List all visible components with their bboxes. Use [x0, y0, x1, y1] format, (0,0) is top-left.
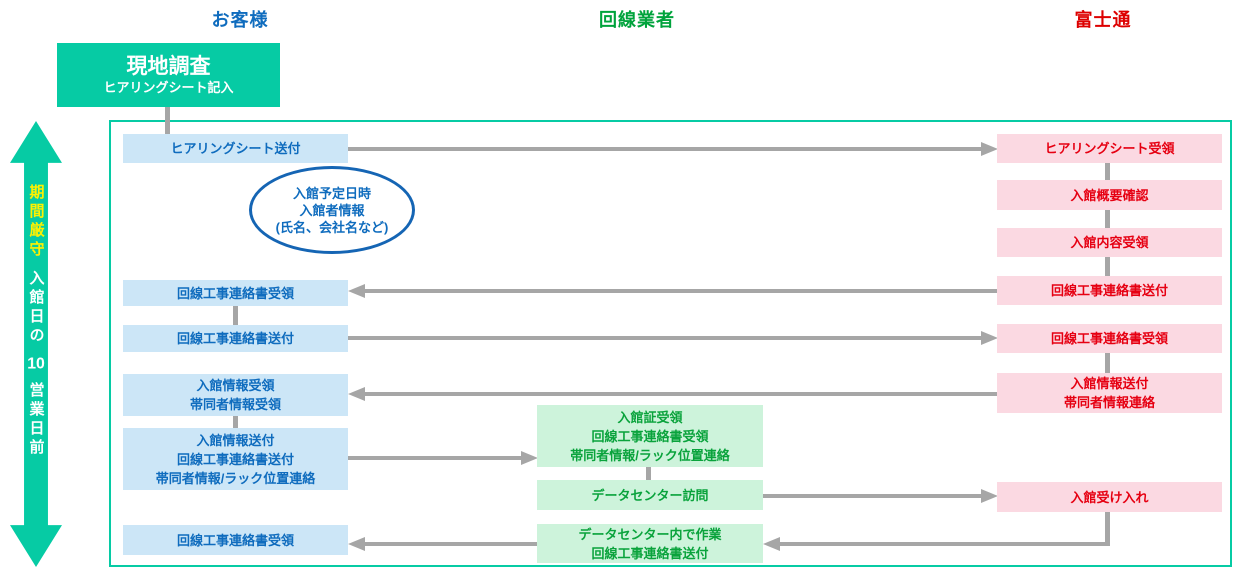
- period-days-number: 10: [27, 356, 45, 372]
- arrow-hearing-sheet-send-head: [981, 142, 998, 156]
- flow-box-fujitsu-line-notice-send: 回線工事連絡書送付: [997, 276, 1222, 305]
- connector-fujitsu-5-6: [1105, 353, 1110, 373]
- start-box-title: 現地調査: [126, 55, 211, 78]
- lane-header-carrier: 回線業者: [599, 10, 675, 30]
- flow-box-fujitsu-entry-info-send: 入館情報送付 帯同者情報連絡: [997, 373, 1222, 413]
- flow-box-line-notice-send: 回線工事連絡書送付: [123, 325, 348, 352]
- flow-box-hearing-sheet-receive: ヒアリングシート受領: [997, 134, 1222, 163]
- arrow-dc-visit-line: [762, 494, 981, 498]
- flow-box-entry-acceptance: 入館受け入れ: [997, 482, 1222, 512]
- process-frame: [109, 120, 1232, 567]
- arrow-entry-info-to-carrier-head: [521, 451, 538, 465]
- lane-header-fujitsu: 富士通: [1074, 10, 1132, 30]
- arrow-entry-info-to-customer-line: [364, 392, 997, 396]
- arrow-dc-work-to-customer-line: [364, 542, 538, 546]
- arrow-dc-visit-head: [981, 489, 998, 503]
- connector-fujitsu-2-3: [1105, 210, 1110, 228]
- flow-box-line-notice-receive-final: 回線工事連絡書受領: [123, 525, 348, 555]
- flow-box-fujitsu-line-notice-receive: 回線工事連絡書受領: [997, 324, 1222, 353]
- arrow-line-notice-send-to-fujitsu-head: [981, 331, 998, 345]
- flow-box-datacenter-visit: データセンター訪問: [537, 480, 763, 510]
- flow-box-entry-info-receive: 入館情報受領 帯同者情報受領: [123, 374, 348, 416]
- flow-box-entry-summary-check: 入館概要確認: [997, 180, 1222, 210]
- flow-box-datacenter-work: データセンター内で作業 回線工事連絡書送付: [537, 524, 763, 563]
- flow-box-hearing-sheet-send: ヒアリングシート送付: [123, 134, 348, 163]
- arrow-acceptance-elbow-head: [763, 537, 780, 551]
- arrow-hearing-sheet-send-line: [348, 147, 981, 151]
- connector-customer-4-5: [233, 416, 238, 428]
- connector-carrier-1-2: [646, 467, 651, 480]
- connector-customer-2-3: [233, 306, 238, 325]
- entry-info-note-ellipse: 入館予定日時 入館者情報 (氏名、会社名など): [249, 166, 415, 254]
- arrow-line-notice-send-to-fujitsu-line: [348, 336, 981, 340]
- period-arrow-text: 期間厳守入館日の 10 営業日前: [10, 184, 62, 484]
- connector-start-to-send: [165, 107, 170, 134]
- arrow-entry-info-to-customer-head: [348, 387, 365, 401]
- flow-box-entry-content-receive: 入館内容受領: [997, 228, 1222, 257]
- start-box-site-survey: 現地調査 ヒアリングシート記入: [57, 43, 280, 107]
- arrow-acceptance-elbow-vertical: [1105, 512, 1110, 546]
- flow-box-entry-info-send: 入館情報送付 回線工事連絡書送付 帯同者情報/ラック位置連絡: [123, 428, 348, 490]
- arrow-acceptance-elbow-horizontal: [779, 542, 1110, 546]
- lane-header-customer: お客様: [211, 10, 269, 30]
- connector-fujitsu-1-2: [1105, 163, 1110, 180]
- period-label-part1: 入館日の: [27, 270, 45, 346]
- arrow-line-notice-send-to-customer-line: [364, 289, 997, 293]
- arrow-dc-work-to-customer-head: [348, 537, 365, 551]
- arrow-line-notice-send-to-customer-head: [348, 284, 365, 298]
- period-label-part2: 営業日前: [27, 382, 45, 458]
- flow-box-line-notice-receive: 回線工事連絡書受領: [123, 280, 348, 306]
- period-strict-label: 期間厳守: [27, 184, 45, 260]
- start-box-subtitle: ヒアリングシート記入: [103, 80, 234, 95]
- connector-fujitsu-3-4: [1105, 257, 1110, 276]
- flow-box-entry-pass-receive: 入館証受領 回線工事連絡書受領 帯同者情報/ラック位置連絡: [537, 405, 763, 467]
- arrow-entry-info-to-carrier-line: [348, 456, 521, 460]
